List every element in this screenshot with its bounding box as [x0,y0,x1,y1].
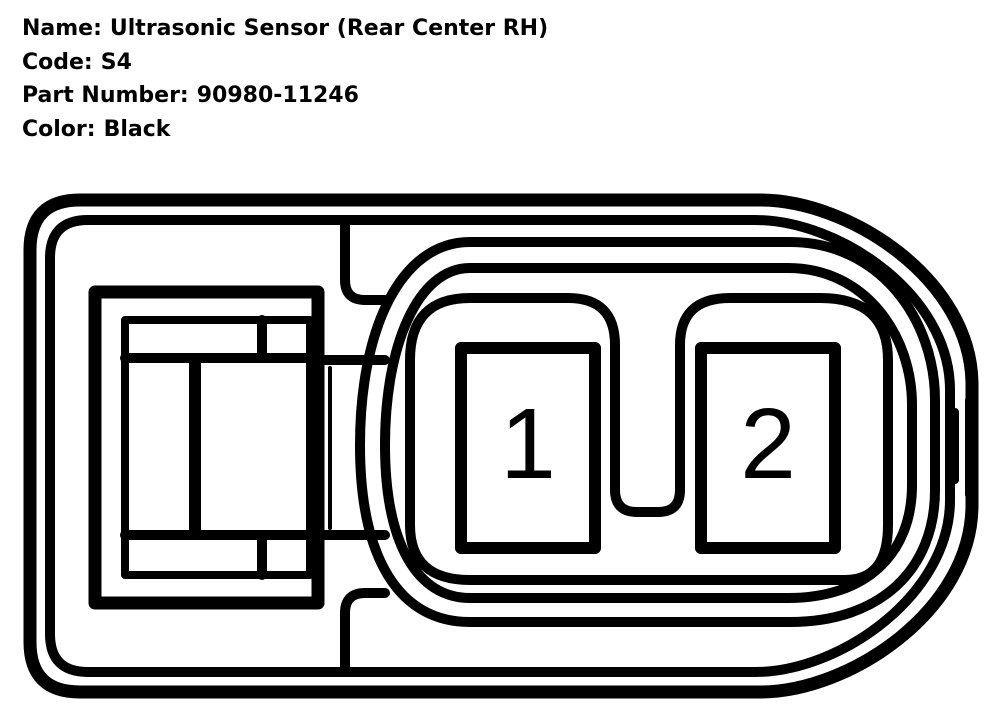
connector-color: Black [103,116,171,142]
part-number-row: Part Number: 90980-11246 [22,79,548,113]
pin-1-terminal [455,342,601,554]
pin-2-terminal [695,342,841,554]
code-label: Code: [22,49,93,75]
latch-inner-frame [121,316,314,579]
connector-info: Name:Ultrasonic Sensor (Rear Center RH) … [22,12,548,146]
connector-name: Ultrasonic Sensor (Rear Center RH) [109,16,549,41]
housing-divider [340,215,390,677]
name-row: Name: Ultrasonic Sensor (Rear Center RH) [22,12,548,46]
latch-frame [88,285,325,610]
latch-arm [313,355,390,540]
pin-2: 2 [695,342,841,554]
pin-1: 1 [455,342,601,554]
connector-code: S4 [100,49,132,75]
connector-housing-outer [23,193,979,699]
terminal-boss-outer [355,237,940,627]
color-label: Color: [22,116,96,142]
name-label: Name: [22,16,102,41]
terminal-boss-inner [380,263,917,603]
pin-1-label: 1 [500,388,556,500]
terminal-cavity [405,293,893,585]
connector-housing-inner [45,215,955,677]
code-row: Code: S4 [22,46,548,80]
locking-latch [88,285,390,610]
color-row: Color: Black [22,113,548,147]
right-edge-ribs [951,397,971,498]
part-number: 90980-11246 [196,83,359,108]
pin-2-label: 2 [740,388,796,500]
part-number-label: Part Number: [22,83,189,108]
